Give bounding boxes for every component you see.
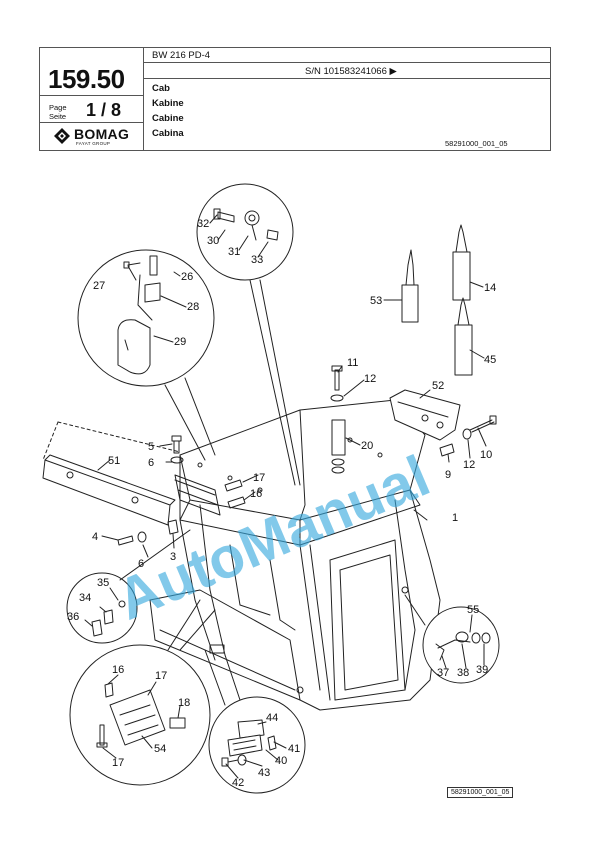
callout-29: 29 <box>174 336 186 348</box>
part-51-bar <box>42 421 181 526</box>
exploded-parts-drawing: 1 3 4 5 6 6 9 10 11 12 12 14 16 16 17 17… <box>42 183 500 794</box>
page-word-de: Seite <box>49 112 67 121</box>
callout-4: 4 <box>92 531 98 543</box>
brand-subtitle: FAYAT GROUP <box>76 141 111 146</box>
part-20-hinge <box>331 419 346 474</box>
footer-drawing-code: 58291000_001_05 <box>447 787 514 798</box>
callout-43: 43 <box>258 767 270 779</box>
callout-31: 31 <box>228 246 240 258</box>
pin-9 <box>439 443 455 457</box>
divider <box>40 95 143 96</box>
detail-circle-26-29 <box>77 249 215 387</box>
model-name: BW 216 PD-4 <box>152 50 211 61</box>
callout-33: 33 <box>251 254 263 266</box>
callout-41: 41 <box>288 743 300 755</box>
callout-14: 14 <box>484 282 496 294</box>
parts-37-39 <box>435 631 491 661</box>
callout-12-top: 12 <box>364 373 376 385</box>
callout-37: 37 <box>437 667 449 679</box>
header-drawing-code: 58291000_001_05 <box>445 139 508 148</box>
callout-17-detail: 17 <box>155 670 167 682</box>
callout-54: 54 <box>154 743 166 755</box>
serial-number: S/N 101583241066 ▶ <box>305 66 397 77</box>
parts-16-54 <box>96 682 186 748</box>
callout-10: 10 <box>480 449 492 461</box>
parts-40-44 <box>221 719 277 767</box>
callout-1: 1 <box>452 512 458 524</box>
parts-26-29 <box>117 255 161 375</box>
callout-26: 26 <box>181 271 193 283</box>
callout-45: 45 <box>484 354 496 366</box>
callout-17-bottom: 17 <box>112 757 124 769</box>
callout-5: 5 <box>148 441 154 453</box>
page-word: Page Seite <box>49 103 67 121</box>
callout-28: 28 <box>187 301 199 313</box>
page-fraction: 1 / 8 <box>86 100 122 120</box>
callout-17-cab: 17 <box>253 472 265 484</box>
cab-frame <box>149 399 441 711</box>
header-table: BW 216 PD-4 S/N 101583241066 ▶ 159.50 Pa… <box>39 47 551 151</box>
detail-circle-34-36 <box>66 572 138 644</box>
bolt-5 <box>170 435 184 464</box>
cartridge-53 <box>401 249 419 323</box>
cartridge-14 <box>452 224 471 301</box>
callout-55: 55 <box>467 604 479 616</box>
part-52-plate <box>389 389 461 441</box>
page-number: 159.50 <box>48 64 125 94</box>
callout-36: 36 <box>67 611 79 623</box>
callout-16-detail: 16 <box>112 664 124 676</box>
callout-3: 3 <box>170 551 176 563</box>
bolt-10 <box>462 415 497 440</box>
brand-name: BOMAG <box>74 126 130 142</box>
callout-20: 20 <box>361 440 373 452</box>
callout-16-cab: 16 <box>250 488 262 500</box>
callout-35: 35 <box>97 577 109 589</box>
callout-32: 32 <box>197 218 209 230</box>
detail-circle-37-39 <box>422 606 500 684</box>
parts-30-33 <box>213 208 279 241</box>
cartridge-45 <box>454 297 473 376</box>
title-it: Cabina <box>152 128 184 139</box>
callout-12-right: 12 <box>463 459 475 471</box>
callout-51: 51 <box>108 455 120 467</box>
title-de: Kabine <box>152 98 184 109</box>
callout-9: 9 <box>445 469 451 481</box>
callout-18: 18 <box>178 697 190 709</box>
title-fr: Cabine <box>152 113 184 124</box>
pin-3 <box>167 519 179 535</box>
callout-34: 34 <box>79 592 91 604</box>
callout-39: 39 <box>476 664 488 676</box>
detail-circle-30-33 <box>196 183 294 281</box>
callout-30: 30 <box>207 235 219 247</box>
callout-53: 53 <box>370 295 382 307</box>
callout-40: 40 <box>275 755 287 767</box>
callout-44: 44 <box>266 712 278 724</box>
page-word-en: Page <box>49 103 67 112</box>
bolt-11 <box>330 365 344 402</box>
callout-6-bottom: 6 <box>138 558 144 570</box>
callout-38: 38 <box>457 667 469 679</box>
bolt-4 <box>117 531 147 546</box>
callout-27: 27 <box>93 280 105 292</box>
callout-numbers: 1 3 4 5 6 6 9 10 11 12 12 14 16 16 17 17… <box>67 218 496 789</box>
callout-52: 52 <box>432 380 444 392</box>
divider <box>40 122 143 123</box>
title-en: Cab <box>152 83 170 94</box>
parts-34-36 <box>91 600 126 637</box>
brand-logo: BOMAG FAYAT GROUP <box>54 126 134 148</box>
screws-17-16 <box>224 479 246 509</box>
divider <box>143 62 551 63</box>
callout-6-top: 6 <box>148 457 154 469</box>
divider <box>143 48 144 151</box>
callout-11: 11 <box>347 357 358 369</box>
bomag-diamond-icon <box>54 128 70 144</box>
divider <box>143 78 551 79</box>
callout-42: 42 <box>232 777 244 789</box>
